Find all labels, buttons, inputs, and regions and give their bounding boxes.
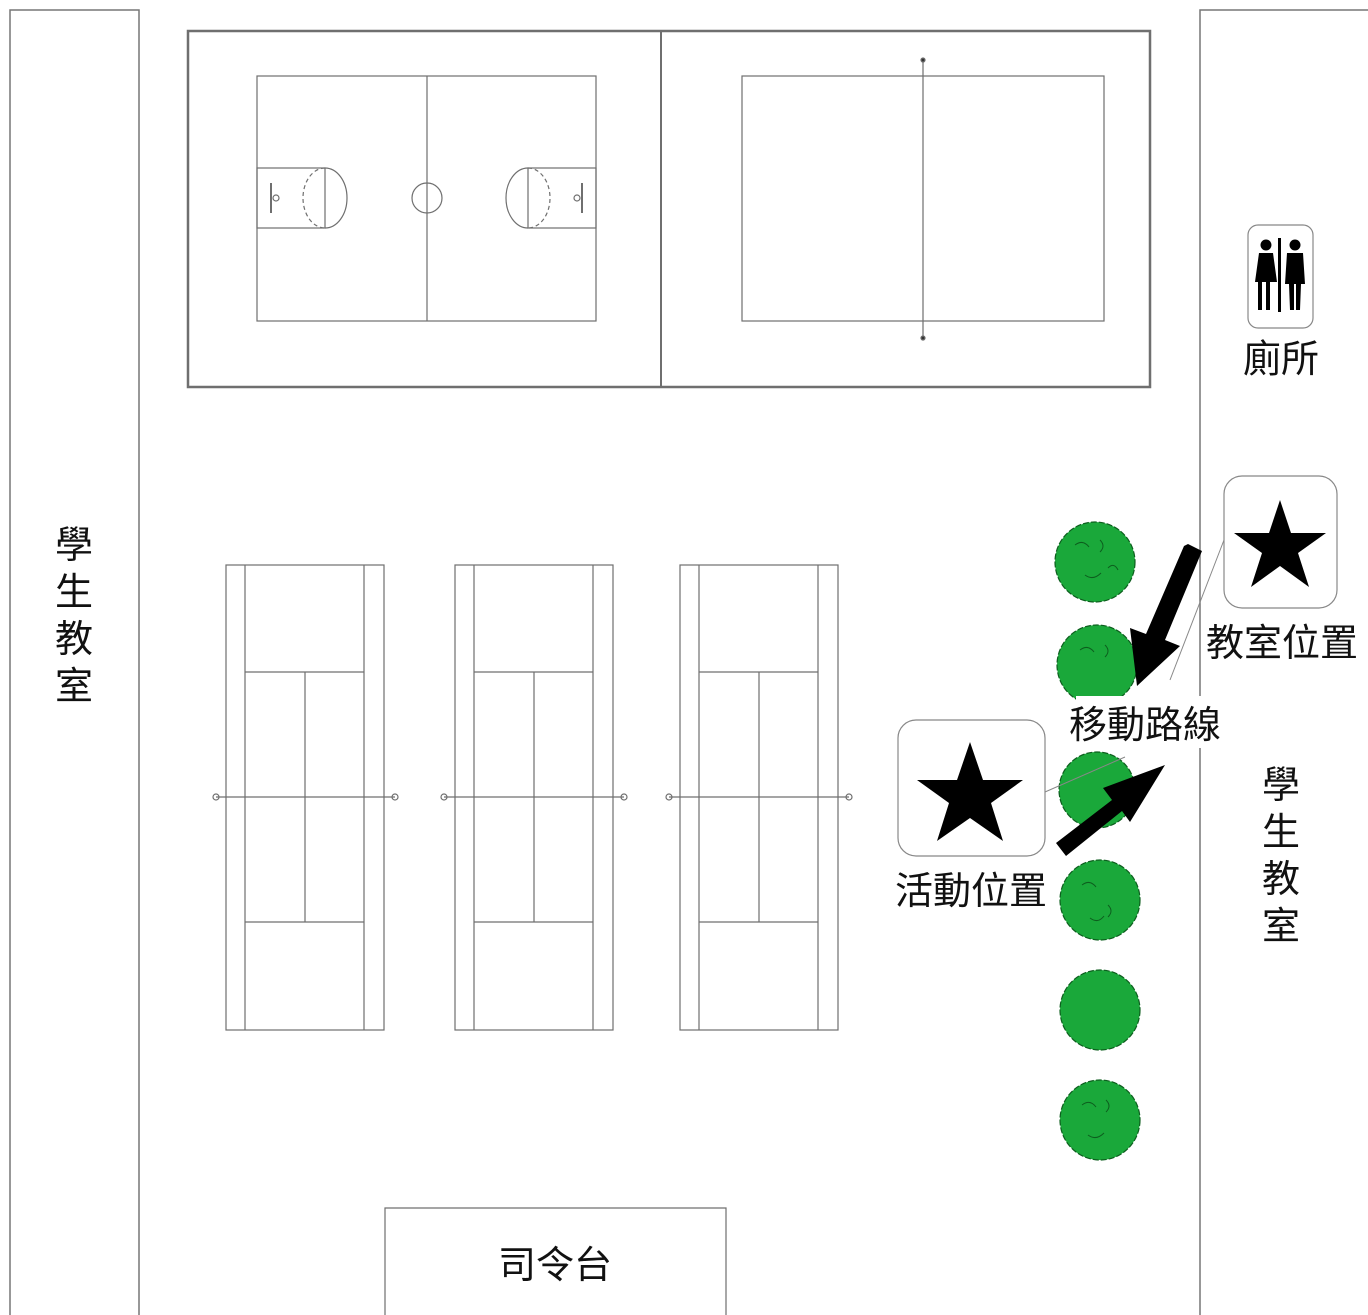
- building-boundaries: [9, 9, 1368, 1315]
- restroom-figures: [1255, 238, 1305, 312]
- classroom-location: 教室位置: [1206, 475, 1358, 665]
- right-building-label: 學 生 教 室: [1262, 763, 1300, 948]
- right-building-char-3: 教: [1262, 857, 1300, 901]
- tree-icon: [1059, 969, 1141, 1051]
- volleyball-court: [741, 57, 1105, 341]
- left-building-char-1: 學: [55, 523, 93, 567]
- basketball-court: [256, 75, 597, 322]
- restroom: 廁所: [1243, 224, 1319, 381]
- tree-icon: [1056, 624, 1138, 706]
- restroom-label: 廁所: [1243, 337, 1319, 381]
- activity-location: 活動位置: [895, 719, 1047, 913]
- right-building-char-4: 室: [1262, 904, 1300, 948]
- tennis-court-1: [212, 564, 399, 1031]
- tree-icon: [1054, 521, 1136, 603]
- tennis-court-2: [440, 564, 628, 1031]
- left-building-label: 學 生 教 室: [55, 523, 93, 708]
- left-building-char-4: 室: [55, 664, 93, 708]
- tree-icon: [1059, 1079, 1141, 1161]
- star-icon: [917, 742, 1023, 841]
- stage-label: 司令台: [498, 1243, 612, 1287]
- route-arrows: [1056, 544, 1202, 856]
- activity-location-label: 活動位置: [895, 869, 1047, 913]
- movement-route-label: 移動路線: [1069, 703, 1221, 747]
- movement-route: 移動路線: [1069, 696, 1221, 748]
- stage: 司令台: [384, 1207, 727, 1315]
- tree-icon: [1059, 859, 1141, 941]
- classroom-location-label: 教室位置: [1206, 621, 1358, 665]
- tennis-courts: [212, 564, 853, 1031]
- leader-lines: [1044, 539, 1225, 793]
- right-building-char-2: 生: [1262, 810, 1300, 854]
- left-building-char-2: 生: [55, 570, 93, 614]
- arrow-icon: [1130, 544, 1202, 686]
- top-courts-frame: [186, 29, 1152, 389]
- right-building-outline: [1199, 9, 1368, 1315]
- left-building-char-3: 教: [55, 617, 93, 661]
- arrow-icon: [1056, 765, 1165, 856]
- left-building-outline: [9, 9, 140, 1315]
- right-building-char-1: 學: [1262, 763, 1300, 807]
- star-icon: [1234, 500, 1326, 587]
- tennis-court-3: [665, 564, 853, 1031]
- top-courts: [186, 29, 1152, 389]
